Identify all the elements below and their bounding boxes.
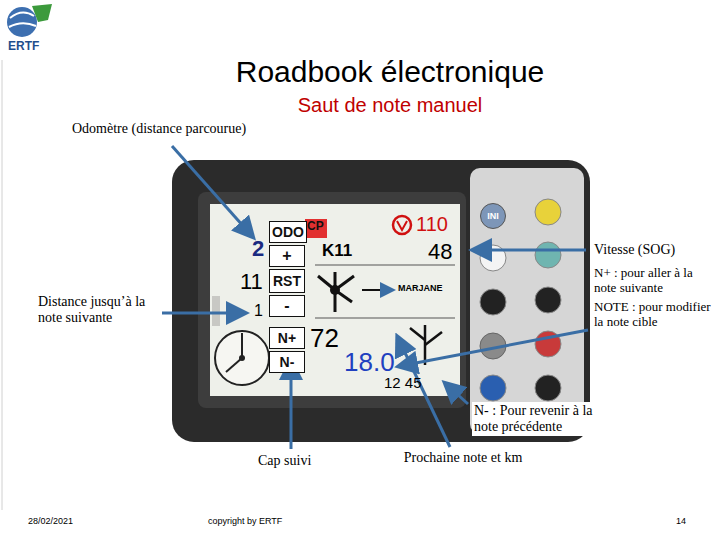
menu-button: - <box>269 295 305 317</box>
button-text: INI <box>487 211 499 221</box>
screen-text: 11 <box>240 269 263 294</box>
callout-text: Cap suivi <box>258 453 358 469</box>
button-text: N- <box>280 354 295 370</box>
menu-button: ODO <box>269 221 307 243</box>
screen-text: 12 45 <box>384 374 422 391</box>
screen-text: 72 <box>310 324 339 354</box>
menu-button: RST <box>269 269 305 293</box>
callout-text: N+ : pour aller à la note suivante <box>594 266 714 296</box>
round-button: INI <box>480 203 506 229</box>
footer-copyright: copyright by ERTF <box>208 516 282 526</box>
footer-date: 28/02/2021 <box>28 516 73 526</box>
screen-text: CP <box>307 220 324 234</box>
screen-text: 48 <box>428 239 452 264</box>
callout-text: Vitesse (SOG) <box>594 242 714 258</box>
callout-text: Prochaine note et km <box>398 450 528 466</box>
screen-text: K11 <box>322 241 352 261</box>
screen-text: 2 <box>252 236 264 261</box>
button-text: - <box>284 297 289 315</box>
compass <box>215 331 269 385</box>
button-text: N+ <box>278 330 296 346</box>
callout-text: Distance jusqu’à la note suivante <box>38 294 160 326</box>
slide-title: Roadbook électronique <box>160 55 620 90</box>
callout-text: NOTE : pour modifier la note cible <box>594 300 714 330</box>
callout-text: Odomètre (distance parcourue) <box>72 121 312 137</box>
device-case <box>172 160 590 442</box>
logo-text: ERTF <box>8 40 39 54</box>
button-text: ODO <box>272 224 304 240</box>
button-text: RST <box>273 273 301 289</box>
menu-button: N- <box>269 351 305 373</box>
callout-text: N- : Pour revenir à la note précédente <box>472 402 622 436</box>
screen-text: 18.0 <box>344 348 395 378</box>
screen-text: 110 <box>416 213 448 236</box>
logo <box>7 4 52 37</box>
button-text: + <box>282 247 291 265</box>
menu-button: N+ <box>269 327 305 349</box>
slide-subtitle: Saut de note manuel <box>190 94 590 117</box>
button-panel <box>470 168 584 434</box>
screen-text: MARJANE <box>398 283 443 293</box>
screen-text: 1 <box>254 302 263 320</box>
menu-button: + <box>269 245 305 267</box>
page-number: 14 <box>676 516 686 526</box>
